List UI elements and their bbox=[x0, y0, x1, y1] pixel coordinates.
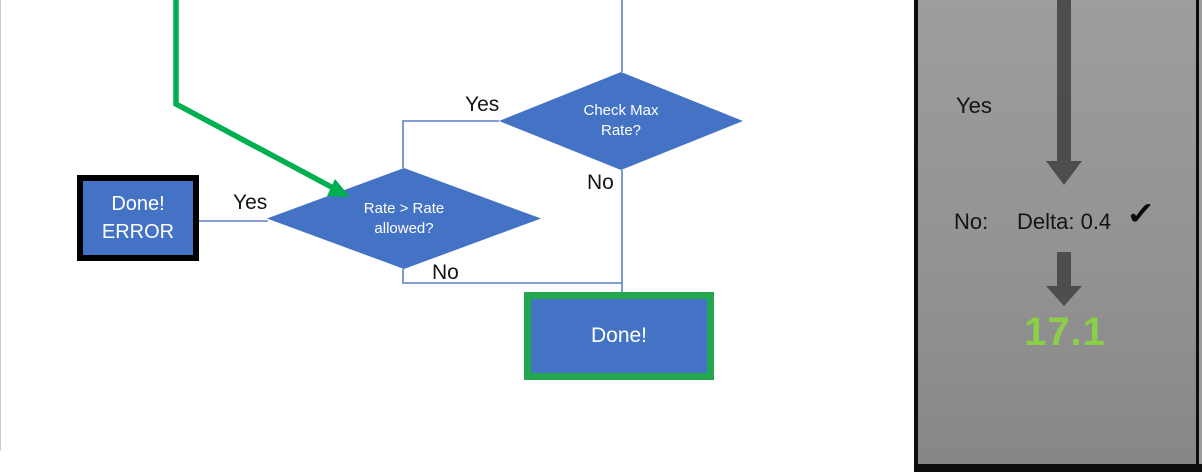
side-panel-right-sliver bbox=[1199, 0, 1202, 472]
decision-check-max-rate: Check Max Rate? bbox=[499, 72, 743, 170]
edge-label-no-check-max-rate: No bbox=[587, 171, 614, 194]
panel-yes-label: Yes bbox=[956, 93, 992, 118]
node-done-error: Done! ERROR bbox=[77, 175, 199, 261]
check-icon: ✓ bbox=[1126, 196, 1156, 231]
slide-left-edge-line bbox=[0, 0, 1, 451]
edge-label-yes-rate-allowed: Yes bbox=[233, 191, 268, 214]
side-panel-right-border bbox=[1196, 0, 1199, 472]
panel-result-value: 17.1 bbox=[1024, 310, 1106, 354]
node-done: Done! bbox=[524, 292, 714, 380]
green-flow-arrow bbox=[173, 0, 350, 197]
side-panel-bottom-border bbox=[914, 464, 1202, 472]
decision-rate-allowed-label: Rate > Rate allowed? bbox=[363, 199, 445, 237]
decision-check-max-rate-label: Check Max Rate? bbox=[583, 102, 659, 139]
panel-delta-value: Delta: 0.4 bbox=[1017, 209, 1112, 234]
node-done-label: Done! bbox=[590, 324, 648, 347]
node-done-error-line2: ERROR bbox=[101, 221, 175, 243]
panel-no-label: No: bbox=[954, 209, 989, 234]
side-panel bbox=[914, 0, 1202, 472]
edge-label-yes-check-max-rate: Yes bbox=[465, 93, 500, 116]
node-done-error-line1: Done! bbox=[111, 193, 165, 215]
edge-label-no-rate-allowed: No bbox=[432, 261, 459, 284]
decision-rate-allowed: Rate > Rate allowed? bbox=[267, 168, 541, 269]
